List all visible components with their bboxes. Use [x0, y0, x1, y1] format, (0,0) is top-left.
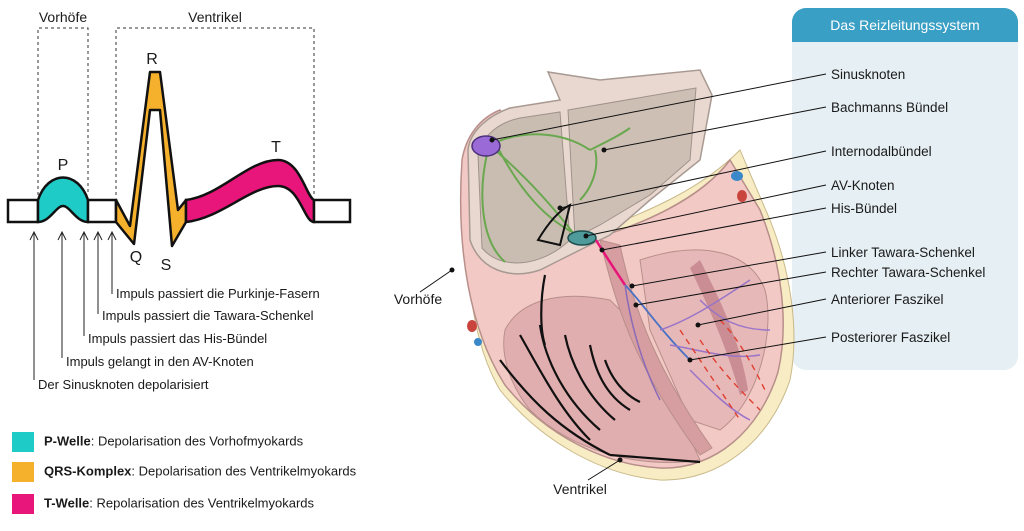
p-letter: P [58, 157, 69, 174]
event-av: Impuls gelangt in den AV-Knoten [66, 354, 254, 369]
ventricle-section-label: Ventrikel [188, 9, 242, 25]
legend-swatch-qrs [12, 462, 34, 482]
internodal-pathways [481, 127, 631, 263]
leader-posterior [689, 336, 827, 361]
legend-desc-qrs: : Depolarisation des Ventrikelmyokards [131, 463, 357, 479]
ventricle-bracket [115, 27, 315, 195]
legend-item-p-wave: P-Welle: Depolarisation des Vorhofmyokar… [12, 432, 303, 452]
panel-label-anterior: Anteriorer Faszikel [831, 292, 944, 307]
baseline-left [6, 198, 40, 224]
panel-label-posterior: Posteriorer Faszikel [831, 330, 950, 345]
event-purkinje: Impuls passiert die Purkinje-Fasern [116, 286, 320, 301]
legend-desc-p-wave: : Depolarisation des Vorhofmyokards [90, 433, 304, 449]
tricuspid-outline [536, 203, 572, 247]
atria-pointer [419, 269, 453, 293]
panel-background [792, 8, 1018, 370]
leader-left-branch [631, 251, 827, 287]
leader-lines [491, 73, 827, 361]
vessel-blue-2 [474, 338, 482, 346]
atria-bracket [37, 27, 89, 195]
panel-label-right-branch: Rechter Tawara-Schenkel [831, 265, 985, 280]
ventricle-pointer-dot [617, 457, 623, 463]
leader-anterior [697, 298, 827, 326]
leader-sinusknoten [491, 73, 827, 141]
panel-label-bachmann: Bachmanns Bündel [831, 100, 948, 115]
panel-label-sinusknoten: Sinusknoten [831, 67, 905, 82]
heart-label-ventricle: Ventrikel [553, 481, 607, 497]
event-sinus: Der Sinusknoten depolarisiert [38, 377, 209, 392]
av-node [567, 230, 597, 246]
left-bundle-branch [624, 284, 691, 361]
fascicles [659, 279, 771, 421]
legend-desc-t-wave: : Repolarisation des Ventrikelmyokards [89, 495, 315, 511]
heart-illustration: Vorhöfe Ventrikel [394, 69, 795, 497]
arrow-tawara [93, 230, 103, 314]
purkinje-red [679, 319, 766, 421]
panel-labels: Sinusknoten Bachmanns Bündel Internodalb… [831, 67, 985, 345]
t-wave [184, 158, 316, 224]
his-bundle [594, 239, 627, 286]
leader-av [585, 184, 827, 237]
leader-his [601, 207, 827, 251]
purkinje-fibers [499, 274, 701, 464]
arrow-purkinje [107, 230, 117, 294]
panel-label-av: AV-Knoten [831, 178, 895, 193]
atria-pointer-dot [449, 267, 455, 273]
p-wave [36, 176, 90, 224]
event-tawara: Impuls passiert die Tawara-Schenkel [102, 308, 314, 323]
papillary-muscle [690, 260, 748, 395]
event-arrows [29, 230, 117, 380]
r-letter: R [146, 51, 158, 68]
legend-swatch-t-wave [12, 494, 34, 514]
s-letter: S [161, 257, 172, 274]
event-his: Impuls passiert das His-Bündel [88, 331, 267, 346]
baseline-right [312, 198, 352, 224]
qrs-complex [114, 70, 188, 248]
heart-label-atria: Vorhöfe [394, 291, 442, 307]
legend-item-t-wave: T-Welle: Repolarisation des Ventrikelmyo… [12, 494, 314, 514]
arrow-sinus [29, 230, 39, 380]
legend-item-qrs: QRS-Komplex: Depolarisation des Ventrike… [12, 462, 356, 482]
atria-section-label: Vorhöfe [39, 9, 87, 25]
leader-dots [489, 137, 701, 363]
panel-label-left-branch: Linker Tawara-Schenkel [831, 245, 975, 260]
ecg-strip: Vorhöfe Ventrikel P R Q S T Impuls passi… [6, 9, 352, 392]
panel-label-his: His-Bündel [831, 201, 897, 216]
leader-right-branch [635, 271, 827, 306]
legend-swatch-p-wave [12, 432, 34, 452]
legend-term-p-wave: P-Welle [44, 433, 91, 449]
right-bundle-branch [624, 284, 661, 401]
vessel-red-2 [467, 320, 477, 332]
vessel-blue-1 [731, 171, 743, 181]
legend-term-t-wave: T-Welle [44, 495, 90, 511]
t-letter: T [271, 139, 281, 156]
panel-label-internodal: Internodalbündel [831, 144, 932, 159]
arrow-his [79, 230, 89, 336]
leader-internodal [559, 150, 827, 209]
vessel-red-1 [737, 190, 747, 202]
panel-title: Das Reizleitungssystem [792, 8, 1018, 42]
arrow-av [57, 230, 67, 358]
leader-bachmann [603, 106, 827, 151]
pr-segment [86, 198, 118, 224]
legend-term-qrs: QRS-Komplex [44, 463, 132, 479]
q-letter: Q [130, 249, 142, 266]
ventricle-pointer [587, 459, 621, 481]
